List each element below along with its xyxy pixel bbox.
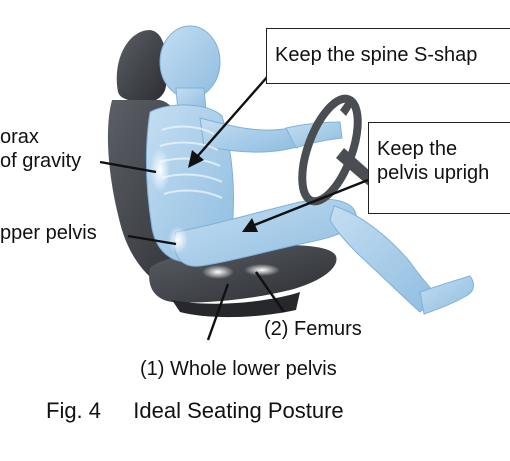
pelvis-arrowhead (242, 218, 258, 232)
pelvis-arrow-line (251, 178, 369, 228)
head (159, 25, 221, 99)
seat-headrest (116, 30, 167, 103)
spine-arrowhead (188, 150, 204, 168)
figure-caption: Fig. 4 Ideal Seating Posture (46, 398, 344, 424)
seat-base (172, 292, 300, 318)
foot (419, 275, 474, 315)
lower-pelvis-label: (1) Whole lower pelvis (140, 358, 337, 380)
spine-callout-box: Keep the spine S-shap (266, 28, 510, 84)
leader-lines (99, 75, 369, 341)
figure-title: Ideal Seating Posture (133, 398, 344, 423)
thorax-label-line2: of gravity (0, 150, 82, 172)
lower-leg (329, 205, 439, 313)
human-figure (145, 25, 474, 315)
femurs-label: (2) Femurs (264, 318, 362, 340)
figure-number: Fig. 4 (46, 398, 102, 423)
pelvis-callout-line2: pelvis uprigh (377, 162, 490, 184)
pelvis-callout-box: Keep the pelvis uprigh (368, 122, 510, 214)
upper-pelvis-label: pper pelvis (0, 222, 97, 244)
spine-callout-text: Keep the spine S-shap (275, 44, 478, 66)
thorax-label-line1: orax (0, 126, 39, 148)
spine-arrow-line (195, 75, 269, 159)
pelvis-callout-line1: Keep the (377, 138, 458, 160)
support-highlights (150, 148, 280, 279)
